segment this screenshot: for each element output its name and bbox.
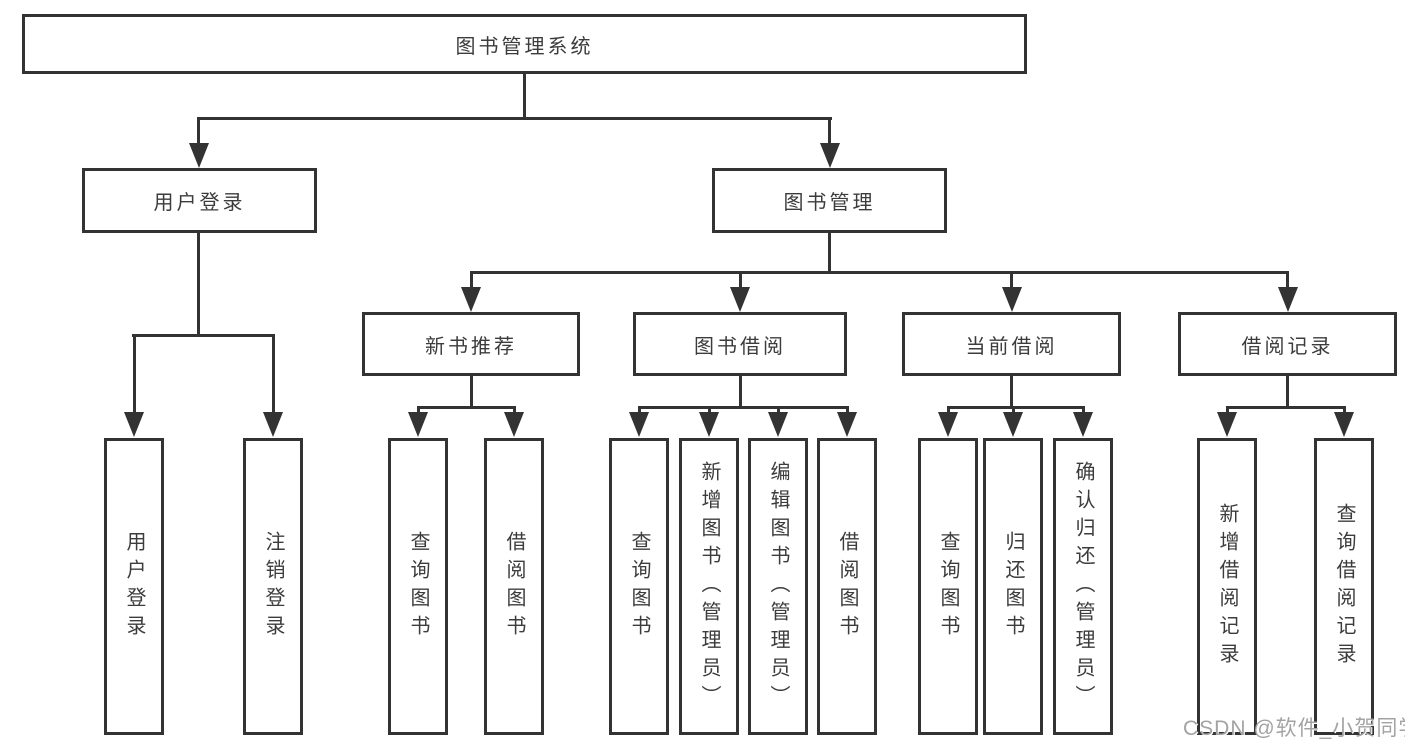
node-leaf-bb-add-books: 新增图书（管理员） <box>679 438 739 735</box>
connector-line <box>272 334 275 415</box>
node-root: 图书管理系统 <box>22 14 1027 74</box>
node-leaf-nb-borrow-books: 借阅图书 <box>484 438 544 735</box>
connector-arrowhead <box>837 412 857 437</box>
node-current-borrow-label: 当前借阅 <box>965 335 1058 358</box>
node-leaf-cb-query-books-label: 查询图书 <box>937 530 959 643</box>
connector-line <box>1226 406 1229 415</box>
node-leaf-br-add-record: 新增借阅记录 <box>1197 438 1257 735</box>
node-leaf-bb-edit-books-label: 编辑图书（管理员） <box>767 460 789 713</box>
connector-line <box>132 334 274 337</box>
connector-arrowhead <box>699 412 719 437</box>
node-leaf-logout: 注销登录 <box>243 438 303 735</box>
node-new-book-recommend: 新书推荐 <box>362 312 580 376</box>
connector-arrowhead <box>461 287 481 312</box>
node-leaf-user-login: 用户登录 <box>104 438 164 735</box>
node-leaf-cb-return-books: 归还图书 <box>983 438 1043 735</box>
node-leaf-cb-confirm-return-label: 确认归还（管理员） <box>1072 460 1094 713</box>
connector-line <box>1082 406 1085 415</box>
node-user-login-label: 用户登录 <box>153 192 246 214</box>
node-leaf-user-login-label: 用户登录 <box>123 530 145 643</box>
watermark: CSDN @软件_小贺同学 <box>1183 717 1405 740</box>
node-leaf-logout-label: 注销登录 <box>262 530 284 643</box>
node-borrow-records: 借阅记录 <box>1178 312 1397 376</box>
connector-arrowhead <box>408 412 428 437</box>
connector-arrowhead <box>263 412 283 437</box>
node-book-management-label: 图书管理 <box>783 192 876 214</box>
node-leaf-br-add-record-label: 新增借阅记录 <box>1216 502 1238 671</box>
node-leaf-br-query-record-label: 查询借阅记录 <box>1333 502 1355 671</box>
connector-line <box>197 117 200 147</box>
connector-line <box>739 271 742 290</box>
connector-arrowhead <box>730 287 750 312</box>
connector-line <box>708 406 711 415</box>
node-leaf-nb-query-books: 查询图书 <box>388 438 448 735</box>
connector-line <box>846 406 849 415</box>
node-leaf-bb-borrow-books: 借阅图书 <box>817 438 877 735</box>
node-leaf-nb-query-books-label: 查询图书 <box>407 530 429 643</box>
node-root-label: 图书管理系统 <box>455 35 594 58</box>
connector-line <box>777 406 780 415</box>
connector-line <box>739 376 742 409</box>
connector-arrowhead <box>629 412 649 437</box>
connector-line <box>470 271 473 290</box>
node-leaf-cb-confirm-return: 确认归还（管理员） <box>1053 438 1113 735</box>
node-user-login: 用户登录 <box>82 168 317 233</box>
connector-line <box>1286 376 1289 409</box>
connector-line <box>828 233 831 274</box>
node-leaf-bb-borrow-books-label: 借阅图书 <box>836 530 858 643</box>
connector-line <box>638 406 641 415</box>
connector-arrowhead <box>189 143 209 168</box>
connector-line <box>1226 406 1345 409</box>
connector-arrowhead <box>124 412 144 437</box>
connector-line <box>638 406 848 409</box>
connector-line <box>1286 271 1289 290</box>
connector-line <box>197 233 200 337</box>
connector-line <box>1012 406 1015 415</box>
connector-line <box>417 406 515 409</box>
connector-line <box>1010 271 1013 290</box>
connector-line <box>947 406 1084 409</box>
node-leaf-nb-borrow-books-label: 借阅图书 <box>503 530 525 643</box>
node-current-borrow: 当前借阅 <box>902 312 1121 376</box>
node-borrow-records-label: 借阅记录 <box>1241 335 1334 358</box>
node-leaf-cb-query-books: 查询图书 <box>918 438 978 735</box>
node-leaf-bb-edit-books: 编辑图书（管理员） <box>748 438 808 735</box>
connector-line <box>947 406 950 415</box>
connector-arrowhead <box>1073 412 1093 437</box>
connector-line <box>417 406 420 415</box>
connector-arrowhead <box>1278 287 1298 312</box>
node-leaf-bb-query-books: 查询图书 <box>609 438 669 735</box>
connector-line <box>1343 406 1346 415</box>
node-new-book-recommend-label: 新书推荐 <box>425 335 517 358</box>
connector-line <box>133 334 136 415</box>
connector-arrowhead <box>938 412 958 437</box>
node-leaf-br-query-record: 查询借阅记录 <box>1314 438 1374 735</box>
connector-line <box>1010 376 1013 409</box>
connector-line <box>470 376 473 409</box>
connector-arrowhead <box>1002 287 1022 312</box>
connector-line <box>523 74 526 120</box>
connector-line <box>828 117 831 147</box>
node-book-management: 图书管理 <box>712 168 947 233</box>
connector-arrowhead <box>820 143 840 168</box>
connector-arrowhead <box>1003 412 1023 437</box>
connector-arrowhead <box>504 412 524 437</box>
connector-arrowhead <box>1334 412 1354 437</box>
connector-arrowhead <box>1217 412 1237 437</box>
connector-line <box>470 271 1288 274</box>
connector-arrowhead <box>768 412 788 437</box>
node-leaf-bb-add-books-label: 新增图书（管理员） <box>698 460 720 713</box>
node-leaf-cb-return-books-label: 归还图书 <box>1002 530 1024 643</box>
node-leaf-bb-query-books-label: 查询图书 <box>628 530 650 643</box>
connector-line <box>198 117 832 120</box>
node-book-borrow: 图书借阅 <box>633 312 847 376</box>
connector-line <box>513 406 516 415</box>
node-book-borrow-label: 图书借阅 <box>694 335 786 358</box>
